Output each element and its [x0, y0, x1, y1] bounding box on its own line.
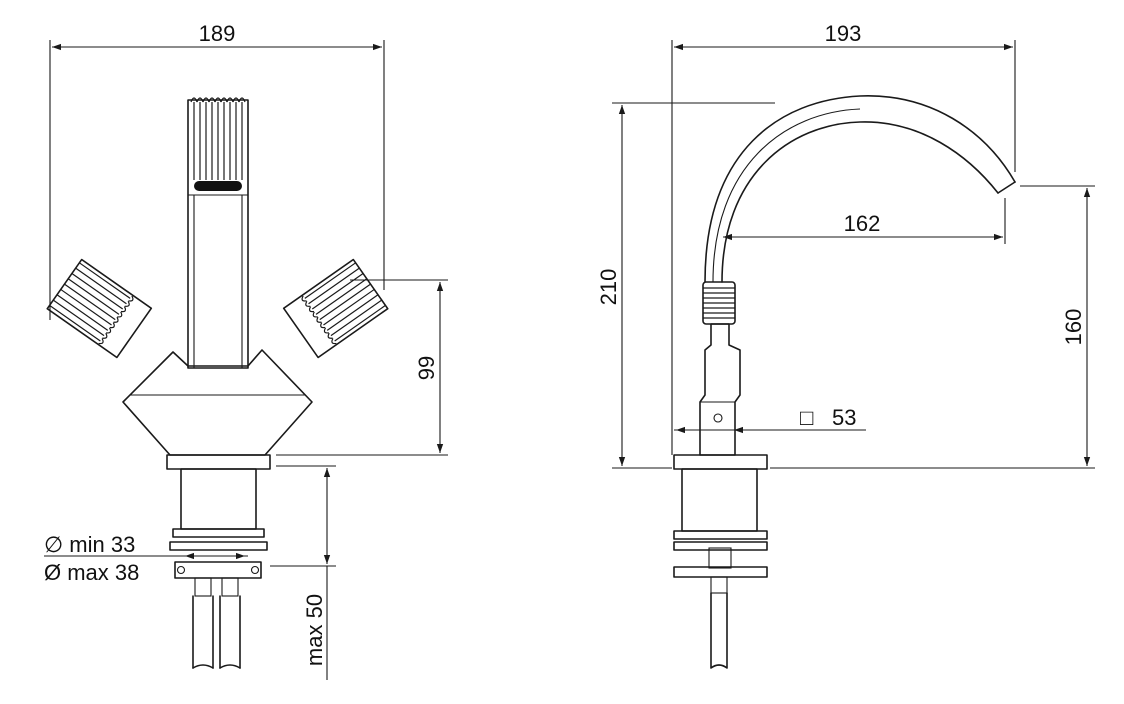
- left-handle: [46, 258, 153, 359]
- dim-front-width: 189: [199, 21, 236, 46]
- dim-total-height: 210: [596, 269, 621, 306]
- right-handle: [282, 258, 389, 359]
- side-view: 193 210 162 160 □ 53: [596, 21, 1095, 669]
- front-view: 189 99 max 50 ∅ min 33 Ø max 38: [44, 21, 448, 680]
- mixer-body: [122, 349, 313, 456]
- right-handle-ribs: [301, 262, 386, 345]
- dim-hole-max: Ø max 38: [44, 560, 139, 585]
- center-lever: [187, 97, 249, 369]
- spout: [704, 95, 1016, 283]
- left-handle-ribs: [49, 262, 134, 345]
- square-symbol: □: [800, 405, 813, 430]
- dim-hole-min: ∅ min 33: [44, 532, 135, 557]
- dim-side-reach: 193: [825, 21, 862, 46]
- supply-hoses: [192, 595, 241, 669]
- base-plate: [166, 454, 271, 470]
- dim-spout-height: 160: [1061, 309, 1086, 346]
- dim-body-square: 53: [832, 405, 856, 430]
- dim-lever-height: 99: [414, 356, 439, 380]
- side-body: [699, 323, 741, 456]
- fixing-nut: [174, 561, 262, 579]
- shank: [180, 468, 257, 530]
- spout-collar: [702, 281, 736, 325]
- dim-counter-thickness: max 50: [302, 594, 327, 666]
- lever-ribs: [190, 97, 246, 180]
- dim-spout-reach: 162: [844, 211, 881, 236]
